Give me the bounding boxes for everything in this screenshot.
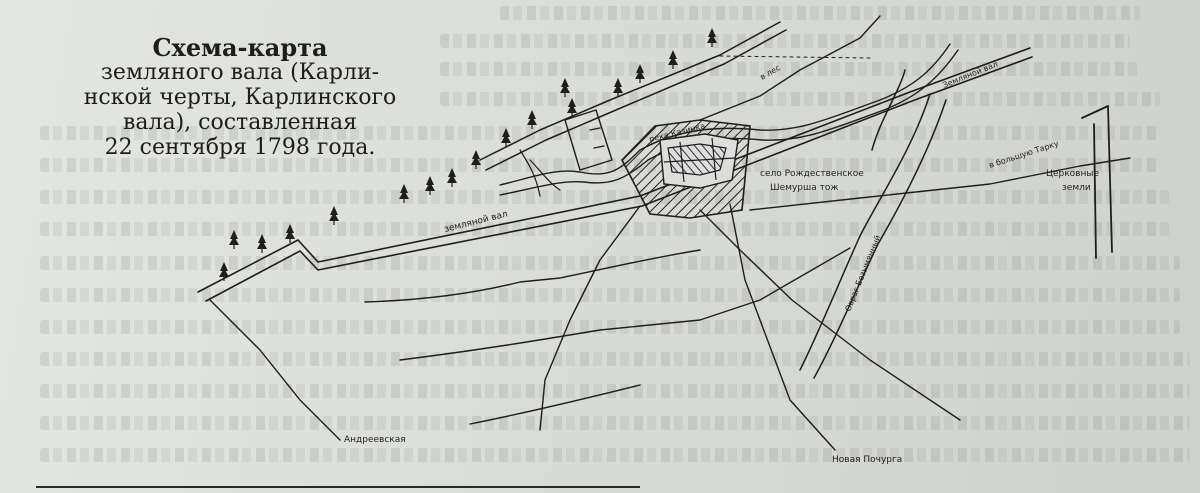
road-to-forest bbox=[699, 15, 881, 121]
title-line-4: 22 сентября 1798 года. bbox=[104, 134, 376, 160]
southern-roads bbox=[209, 203, 961, 451]
label-village: село Рождественское bbox=[760, 169, 864, 179]
title-line-1: земляного вала (Карли- bbox=[100, 60, 380, 86]
earth-wall bbox=[197, 47, 1033, 302]
label-church-lands-2: земли bbox=[1062, 183, 1091, 193]
fortified-village bbox=[621, 119, 751, 219]
map-title: Схема-карта земляного вала (Карли- нской… bbox=[50, 34, 430, 161]
enclosure bbox=[564, 109, 613, 171]
label-church-lands-1: Церковные bbox=[1046, 169, 1099, 179]
title-line-3: вала), составленная bbox=[122, 109, 358, 135]
forest-marks bbox=[219, 28, 717, 281]
label-ravine: Овраг Безымянный bbox=[844, 234, 883, 313]
upper-road bbox=[479, 21, 787, 171]
dashed-track bbox=[719, 55, 871, 59]
label-andreevskaya: Андреевская bbox=[344, 435, 406, 445]
page-rule bbox=[36, 486, 640, 488]
road-to-tarka bbox=[749, 157, 1131, 211]
title-line-2: нской черты, Карлинского bbox=[83, 84, 397, 110]
label-earth-wall-ne: Земляной вал bbox=[941, 60, 999, 90]
label-forest: в лес bbox=[759, 63, 782, 82]
label-earth-wall: земляной вал bbox=[443, 209, 508, 234]
church-lands-boundary bbox=[1081, 105, 1113, 259]
label-novaya-pochurga: Новая Почурга bbox=[832, 455, 902, 465]
label-village-sub: Шемурша тож bbox=[770, 183, 838, 193]
title-main: Схема-карта bbox=[152, 33, 328, 62]
ravine bbox=[799, 69, 947, 379]
label-to-tarka: в большую Тарку bbox=[988, 139, 1060, 170]
